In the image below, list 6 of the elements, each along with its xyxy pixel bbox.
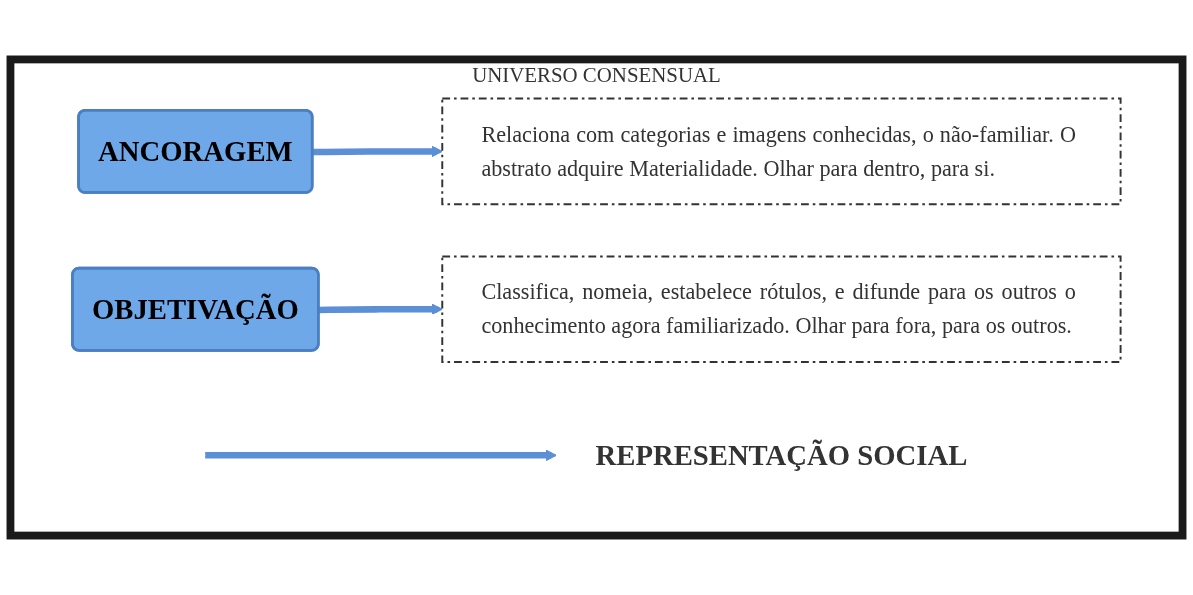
arrow	[205, 449, 557, 462]
arrow	[318, 303, 443, 315]
node-text: REPRESENTAÇÃO SOCIAL	[595, 439, 968, 472]
node-box: Relaciona com categorias e imagens conhecidas, o não-familiar. O abstrato adquire Materialidade. Olhar para dentro, para si.	[441, 97, 1122, 206]
node-box: Classifica, nomeia, estabelece rótulos, e difunde para os outros o conhecimento agora familiarizado. Olhar para fora, para os outros.	[441, 255, 1122, 364]
arrow	[312, 145, 443, 158]
